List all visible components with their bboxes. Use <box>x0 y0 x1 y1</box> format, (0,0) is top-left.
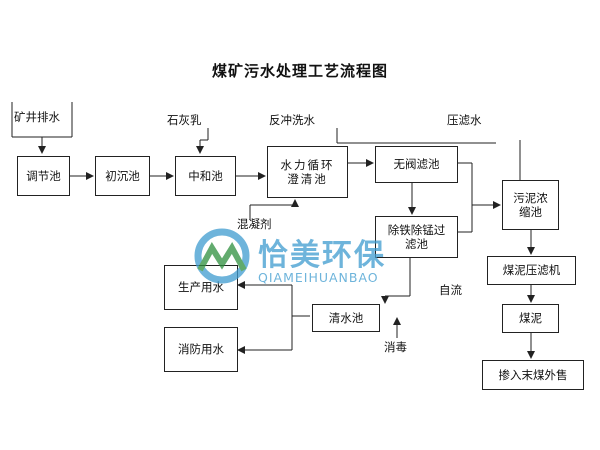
fire-water-box: 消防用水 <box>164 327 238 372</box>
mine-drainage-label: 矿井排水 <box>14 110 60 124</box>
primary-settling-box: 初沉池 <box>95 156 150 196</box>
blend-sell-box: 掺入末煤外售 <box>482 360 584 390</box>
coagulant-label: 混凝剂 <box>237 217 272 231</box>
coal-sludge-box: 煤泥 <box>502 304 559 333</box>
hydraulic-clarifier-box: 水力循环澄清池 <box>267 146 348 198</box>
sludge-thickener-box: 污泥浓缩池 <box>502 180 559 230</box>
brand-logo-icon <box>194 228 250 284</box>
backwash-label: 反冲洗水 <box>269 113 315 127</box>
brand-watermark: 恰美环保 QIAMEIHUANBAO <box>190 226 420 286</box>
diagram-title: 煤矿污水处理工艺流程图 <box>211 62 388 80</box>
brand-name-en: QIAMEIHUANBAO <box>258 270 379 285</box>
coal-sludge-press-box: 煤泥压滤机 <box>487 256 576 285</box>
regulating-tank-box: 调节池 <box>17 156 70 196</box>
brand-name-cn: 恰美环保 <box>258 238 386 273</box>
filter-press-water-label: 压滤水 <box>447 113 482 127</box>
clean-water-box: 清水池 <box>312 304 380 332</box>
iron-mn-removal-box: 除铁除锰过滤池 <box>375 216 458 258</box>
valveless-filter-box: 无阀滤池 <box>375 146 458 183</box>
gravity-flow-label: 自流 <box>439 283 462 297</box>
neutralization-box: 中和池 <box>175 156 236 196</box>
disinfection-label: 消毒 <box>384 340 407 354</box>
lime-milk-label: 石灰乳 <box>167 113 202 127</box>
